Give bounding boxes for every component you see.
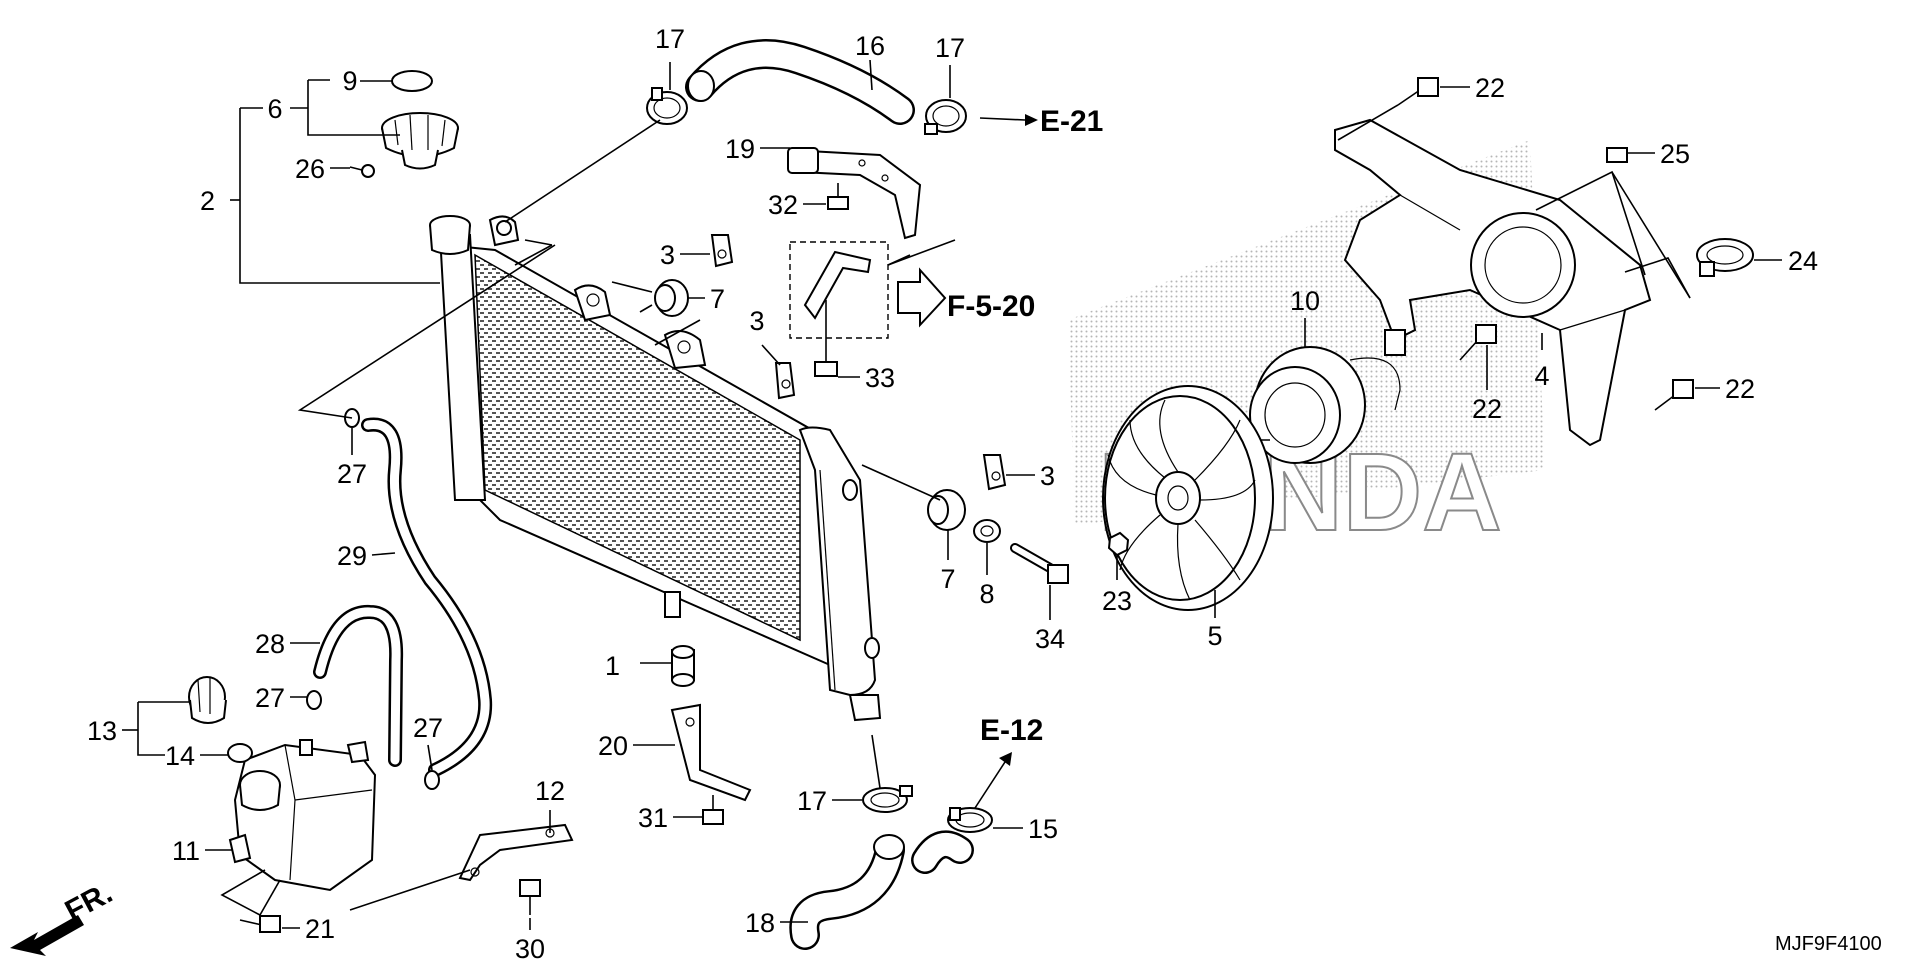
callout-7-upper: 7 [710, 284, 725, 314]
callout-21: 21 [305, 914, 335, 944]
fan-motor [1249, 329, 1406, 464]
cap-seal [391, 70, 433, 92]
callout-6: 6 [267, 94, 282, 124]
callout-27-middle: 27 [255, 683, 285, 713]
fan-shroud [1334, 118, 1652, 447]
leader-lines [122, 59, 1782, 930]
bolt-32 [827, 183, 849, 210]
callout-31: 31 [638, 803, 668, 833]
callout-18: 18 [745, 908, 775, 938]
hose-clamp-17-lower [862, 785, 913, 813]
clip-nut-3-middle [774, 362, 796, 400]
hose-clamp-17-upper-right [924, 99, 967, 135]
callout-4: 4 [1534, 361, 1549, 391]
reserve-tank-cap [188, 676, 227, 724]
overflow-hose-28 [313, 605, 404, 767]
callout-30: 30 [515, 934, 545, 960]
bracket-12 [458, 823, 574, 882]
nut-23 [1107, 531, 1130, 557]
bolt-22-right [1654, 379, 1694, 411]
cooling-fan [1102, 385, 1274, 611]
callout-5: 5 [1207, 621, 1222, 651]
callout-23: 23 [1102, 586, 1132, 616]
clamp-24 [1696, 238, 1754, 277]
grommet-7-lower [927, 489, 966, 531]
hose-clamp-17-upper-left [646, 87, 688, 125]
diagram-code: MJF9F4100 [1775, 933, 1882, 955]
reference-e-12: E-12 [980, 714, 1043, 747]
callout-17-upper-right: 17 [935, 33, 965, 63]
callout-22-middle: 22 [1472, 394, 1502, 424]
radiator-filler-neck [429, 215, 520, 255]
bolt-31 [702, 795, 724, 825]
callout-29: 29 [337, 541, 367, 571]
callout-28: 28 [255, 629, 285, 659]
reference-e-21: E-21 [1040, 105, 1103, 138]
tank-filler-neck [239, 770, 281, 811]
bolt-22-middle [1459, 324, 1497, 361]
callout-3-upper: 3 [660, 240, 675, 270]
collar-8 [973, 519, 1001, 543]
callout-8: 8 [979, 579, 994, 609]
callout-32: 32 [768, 190, 798, 220]
callout-27-lower: 27 [413, 713, 443, 743]
clip-nut-3-right [982, 454, 1007, 491]
callout-27-upper: 27 [337, 459, 367, 489]
bolt-34 [1010, 543, 1069, 584]
bolt-33 [814, 300, 838, 377]
grommet-7-upper [654, 279, 689, 317]
grommet-1 [671, 645, 695, 687]
clip-27-lower [424, 770, 440, 790]
siphon-hose-29 [361, 417, 493, 777]
reference-f-5-20: F-5-20 [947, 290, 1035, 323]
bolt-21 [239, 915, 281, 933]
callout-labels: 1 2 3 3 3 4 5 6 7 7 8 9 10 11 12 13 14 1… [87, 24, 1818, 960]
bolt-22-top [1397, 77, 1439, 106]
callout-11: 11 [172, 836, 200, 866]
callout-9: 9 [342, 66, 357, 96]
callout-22-right: 22 [1725, 374, 1755, 404]
callout-10: 10 [1290, 286, 1320, 316]
radiator [438, 234, 882, 722]
callout-25: 25 [1660, 139, 1690, 169]
bolt-25 [1606, 147, 1628, 163]
tank-cap-seal [227, 743, 253, 763]
callout-20: 20 [598, 731, 628, 761]
callout-17-upper-left: 17 [655, 24, 685, 54]
callout-1: 1 [605, 651, 620, 681]
clip-27-middle [306, 690, 322, 710]
callout-33: 33 [865, 363, 895, 393]
callout-17-lower: 17 [797, 786, 827, 816]
callout-34: 34 [1035, 624, 1065, 654]
lower-hose-18 [789, 830, 974, 950]
callout-26: 26 [295, 154, 325, 184]
radiator-cap [381, 112, 459, 170]
bolt-30 [519, 879, 541, 915]
callout-19: 19 [725, 134, 755, 164]
upper-hose [685, 39, 915, 125]
callout-24: 24 [1788, 246, 1818, 276]
callout-2: 2 [200, 186, 215, 216]
hose-clamp-15 [947, 807, 993, 833]
bracket-19 [787, 147, 922, 240]
callout-13: 13 [87, 716, 117, 746]
callout-3-right: 3 [1040, 461, 1055, 491]
callout-7-lower: 7 [940, 564, 955, 594]
callout-12: 12 [535, 776, 565, 806]
clip-nut-3-upper [710, 234, 734, 268]
callout-14: 14 [165, 741, 195, 771]
callout-22-top: 22 [1475, 73, 1505, 103]
bracket-20 [670, 703, 752, 802]
f-5-20-detail-box [789, 239, 956, 339]
callout-16: 16 [855, 31, 885, 61]
screw-26 [349, 164, 375, 178]
callout-15: 15 [1028, 814, 1058, 844]
reserve-tank [228, 739, 377, 892]
front-direction-arrow: FR. [10, 876, 118, 956]
callout-3-middle: 3 [749, 306, 764, 336]
